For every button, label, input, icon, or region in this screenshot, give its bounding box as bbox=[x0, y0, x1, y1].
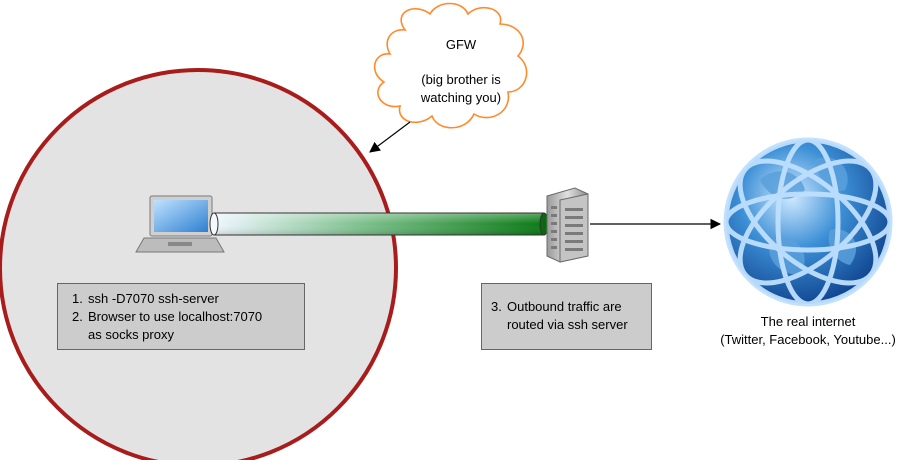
internet-title: The real internet bbox=[760, 314, 856, 329]
client-zone-circle bbox=[0, 68, 398, 460]
internet-caption: The real internet (Twitter, Facebook, Yo… bbox=[688, 313, 917, 349]
client-step-2: 2. Browser to use localhost:7070 as sock… bbox=[72, 308, 296, 344]
server-icon bbox=[546, 187, 589, 263]
step-text-line1: Outbound traffic are bbox=[507, 299, 622, 314]
gfw-subtitle-line2: watching you) bbox=[420, 90, 502, 105]
gfw-subtitle-line1: (big brother is bbox=[421, 72, 501, 87]
server-step-3: 3. Outbound traffic are routed via ssh s… bbox=[491, 298, 645, 334]
laptop-icon bbox=[135, 195, 225, 253]
client-step-1: 1. ssh -D7070 ssh-server bbox=[72, 290, 296, 308]
server-step-note: 3. Outbound traffic are routed via ssh s… bbox=[481, 283, 652, 350]
cloud-icon bbox=[373, 2, 528, 129]
ssh-tunnel bbox=[209, 212, 549, 236]
gfw-watch-arrow bbox=[369, 121, 411, 153]
internet-examples: (Twitter, Facebook, Youtube...) bbox=[720, 332, 896, 347]
client-steps-note: 1. ssh -D7070 ssh-server 2. Browser to u… bbox=[57, 283, 305, 350]
step-text-line2: as socks proxy bbox=[88, 327, 174, 342]
step-number: 1. bbox=[72, 291, 83, 306]
gfw-title: GFW bbox=[445, 37, 477, 52]
globe-icon bbox=[723, 137, 893, 307]
step-number: 2. bbox=[72, 309, 83, 324]
step-text: ssh -D7070 ssh-server bbox=[88, 291, 219, 306]
gfw-cloud-label: GFW (big brother is watching you) bbox=[390, 36, 532, 107]
step-text-line1: Browser to use localhost:7070 bbox=[88, 309, 263, 324]
step-text-line2: routed via ssh server bbox=[507, 317, 628, 332]
step-number: 3. bbox=[491, 299, 502, 314]
